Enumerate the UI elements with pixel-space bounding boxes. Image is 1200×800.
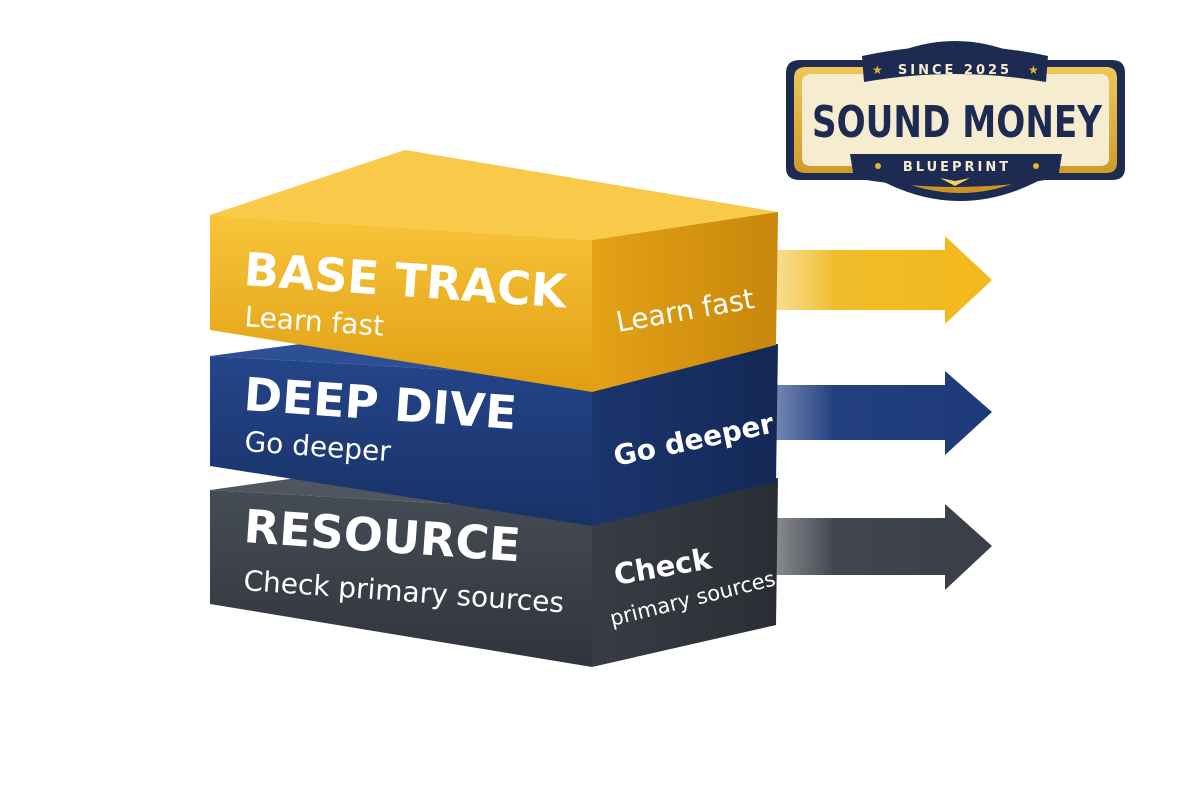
layer-deep-dive-side	[592, 344, 778, 526]
logo-since-text: SINCE 2025	[898, 63, 1012, 78]
layer-resource-front	[210, 490, 592, 667]
arrow-top	[750, 236, 992, 324]
arrow-middle	[750, 371, 992, 455]
logo-star-icon-left: ★	[872, 63, 883, 77]
arrow-bottom	[750, 504, 992, 590]
sound-money-logo: ★ ★ SINCE 2025 SOUND MONEY BLUEPRINT	[786, 41, 1125, 201]
logo-star-icon-right: ★	[1028, 63, 1039, 77]
logo-inner-panel	[802, 57, 1109, 185]
layer-base-track-side	[592, 212, 778, 392]
logo-dot-left	[875, 163, 881, 169]
layer-base-track-front	[210, 215, 592, 392]
layer-base-track	[210, 150, 778, 392]
logo-bottom-ribbon	[850, 154, 1062, 187]
logo-dot-right	[1033, 163, 1039, 169]
layer-deep-dive-front	[210, 356, 592, 526]
logo-ribbon-chevron	[940, 178, 970, 186]
logo-blueprint-text: BLUEPRINT	[903, 160, 1011, 175]
layer-resource-side	[592, 478, 778, 667]
layer-base-track-top	[210, 150, 778, 240]
logo-top-strip	[862, 46, 1048, 82]
logo-title-text: SOUND MONEY	[812, 97, 1103, 148]
